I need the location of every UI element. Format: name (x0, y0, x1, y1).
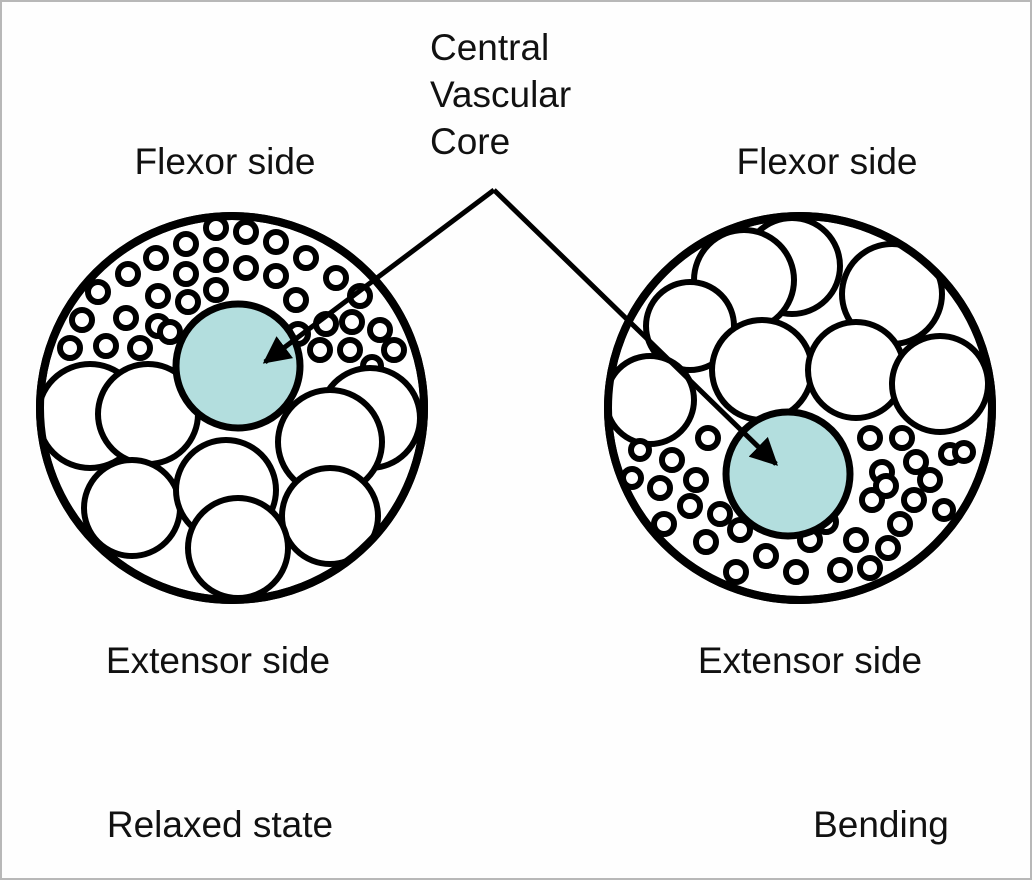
left-cross-section (36, 212, 428, 604)
small-cell (337, 337, 363, 363)
small-cell (932, 498, 956, 522)
small-cell (707, 501, 733, 527)
small-cell (143, 245, 169, 271)
small-cell (952, 440, 976, 464)
small-cell (293, 245, 319, 271)
small-cell (857, 425, 883, 451)
bending-state-label: Bending (813, 804, 949, 845)
small-cell (203, 277, 229, 303)
large-cell (889, 333, 991, 435)
right-large-cells (608, 216, 991, 447)
small-cell (233, 219, 259, 245)
left-core-arrow (262, 188, 496, 364)
small-cell (873, 473, 899, 499)
small-cell (93, 333, 119, 359)
small-cell (753, 543, 779, 569)
small-cell (85, 279, 111, 305)
small-cell (901, 487, 927, 513)
left-small-cells (57, 216, 407, 378)
pointer-arrows (262, 188, 778, 466)
small-cell (659, 447, 685, 473)
large-cell (805, 319, 907, 421)
small-cell (115, 261, 141, 287)
small-cell (203, 247, 229, 273)
left-flexor-side-label: Flexor side (134, 141, 316, 182)
small-cell (175, 289, 201, 315)
small-cell (903, 449, 929, 475)
small-cell (651, 511, 677, 537)
small-cell (127, 335, 153, 361)
large-cell (709, 317, 815, 423)
small-cell (367, 317, 393, 343)
small-cell (677, 493, 703, 519)
small-cell (917, 467, 943, 493)
small-cell (283, 287, 309, 313)
small-cell (727, 517, 753, 543)
small-cell (827, 557, 853, 583)
central-label-line2: Vascular (430, 74, 572, 115)
central-vascular-core-label: Central Vascular Core (430, 24, 571, 165)
small-cell (69, 307, 95, 333)
right-core-arrow (492, 188, 778, 466)
left-extensor-side-label: Extensor side (105, 640, 331, 681)
small-cell (889, 425, 915, 451)
small-cell (307, 337, 333, 363)
small-cell (857, 555, 883, 581)
small-cell (695, 425, 721, 451)
small-cell (157, 319, 183, 345)
small-cell (339, 309, 365, 335)
relaxed-state-label: Relaxed state (106, 804, 334, 845)
central-label-line3: Core (430, 121, 511, 162)
small-cell (887, 511, 913, 537)
small-cell (173, 231, 199, 257)
small-cell (57, 335, 83, 361)
right-small-cells (620, 425, 976, 585)
small-cell (628, 438, 652, 462)
small-cell (263, 229, 289, 255)
large-cell (185, 495, 291, 600)
small-cell (843, 527, 869, 553)
left-large-cells (40, 361, 423, 600)
right-extensor-side-label: Extensor side (697, 640, 923, 681)
large-cell (279, 465, 381, 567)
small-cell (323, 265, 349, 291)
small-cell (723, 559, 749, 585)
right-flexor-side-label: Flexor side (736, 141, 918, 182)
left-central-vascular-core (172, 300, 304, 432)
small-cell (233, 255, 259, 281)
small-cell (693, 529, 719, 555)
small-cell (113, 305, 139, 331)
small-cell (173, 261, 199, 287)
small-cell (647, 475, 673, 501)
right-cross-section (604, 212, 996, 604)
central-label-line1: Central (430, 27, 550, 68)
small-cell (783, 559, 809, 585)
small-cell (683, 467, 709, 493)
small-cell (875, 535, 901, 561)
small-cell (381, 337, 407, 363)
small-cell (263, 263, 289, 289)
small-cell (145, 283, 171, 309)
